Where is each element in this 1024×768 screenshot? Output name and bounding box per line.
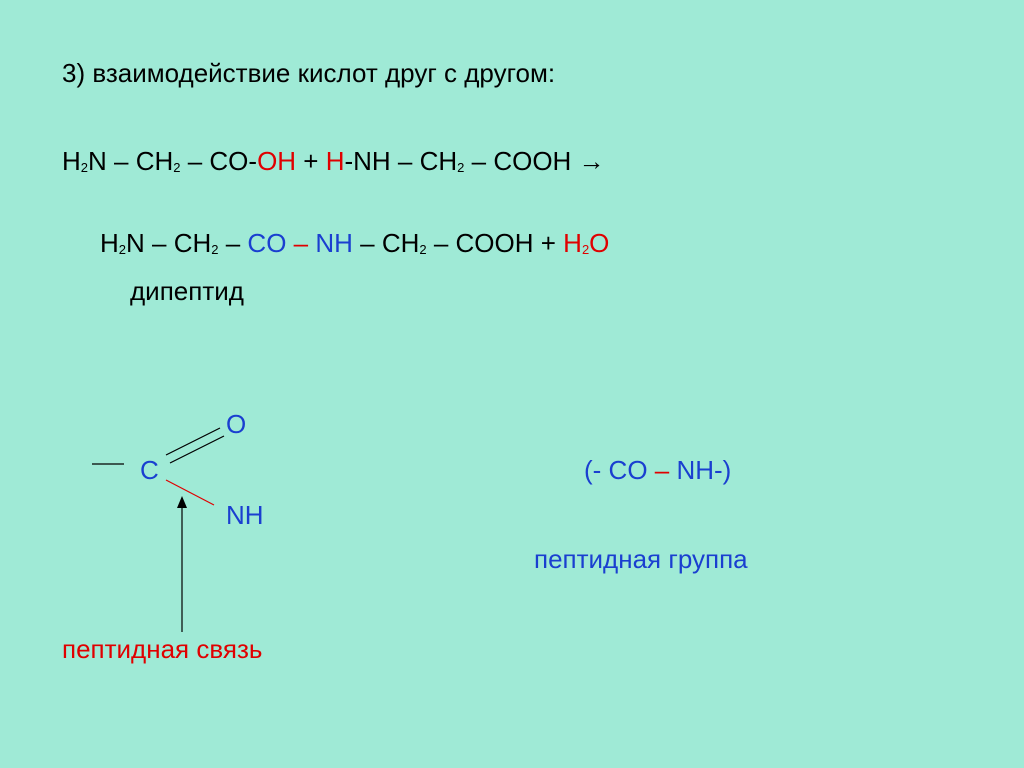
peptide-bond-dash: – xyxy=(286,228,316,258)
subscript: 2 xyxy=(80,160,89,175)
plus-sign: + xyxy=(296,146,326,176)
product-label: дипептид xyxy=(130,276,244,306)
reaction-equation-reactants: H2N – CH2 – CO-OH + H-NH – CH2 – COOH → xyxy=(62,146,605,176)
text-seg: – CO- xyxy=(180,146,258,176)
formula-open: (- CO xyxy=(584,455,655,485)
formula-close: NH-) xyxy=(669,455,732,485)
oxygen-atom-label: O xyxy=(226,409,247,439)
heading: 3) взаимодействие кислот друг с другом: xyxy=(62,58,556,88)
carbonyl-double-bond-1 xyxy=(165,427,221,456)
hydroxyl-highlight: OH xyxy=(257,146,297,176)
reactant1-h: H xyxy=(62,146,81,176)
product-h: H xyxy=(100,228,119,258)
peptide-bond-label: пептидная связь xyxy=(62,634,263,664)
carbon-atom-label: C xyxy=(140,455,159,485)
water-subscript: 2 xyxy=(581,242,590,257)
subscript: 2 xyxy=(419,242,427,257)
subscript: 2 xyxy=(118,242,127,257)
subscript: 2 xyxy=(457,160,465,175)
peptide-group-formula: (- CO – NH-) xyxy=(584,455,731,485)
text-seg: – CH xyxy=(144,228,212,258)
carbonyl-double-bond-2 xyxy=(169,435,225,464)
formula-bond: – xyxy=(654,455,670,485)
text-seg: – COOH → xyxy=(464,146,605,176)
carbonyl-highlight: CO xyxy=(247,228,287,258)
text-seg: – COOH + xyxy=(426,228,564,258)
subscript: 2 xyxy=(211,242,219,257)
text-seg: -NH – CH xyxy=(344,146,458,176)
amide-nh-highlight: NH xyxy=(315,228,353,258)
reactant1-n: N xyxy=(88,146,107,176)
text-seg: – xyxy=(218,228,248,258)
product-n: N xyxy=(126,228,145,258)
peptide-group-label: пептидная группа xyxy=(534,544,748,574)
nh-group-label: NH xyxy=(226,500,264,530)
text-seg: – CH xyxy=(106,146,174,176)
hydrogen-highlight: H xyxy=(325,146,345,176)
pointer-arrow-head xyxy=(177,496,187,508)
reaction-equation-products: H2N – CH2 – CO – NH – CH2 – COOH + H2O xyxy=(100,228,609,258)
text-seg: – CH xyxy=(352,228,420,258)
subscript: 2 xyxy=(173,160,181,175)
water-h: H xyxy=(563,228,582,258)
water-o: O xyxy=(589,228,610,258)
peptide-bond-line xyxy=(165,479,215,506)
